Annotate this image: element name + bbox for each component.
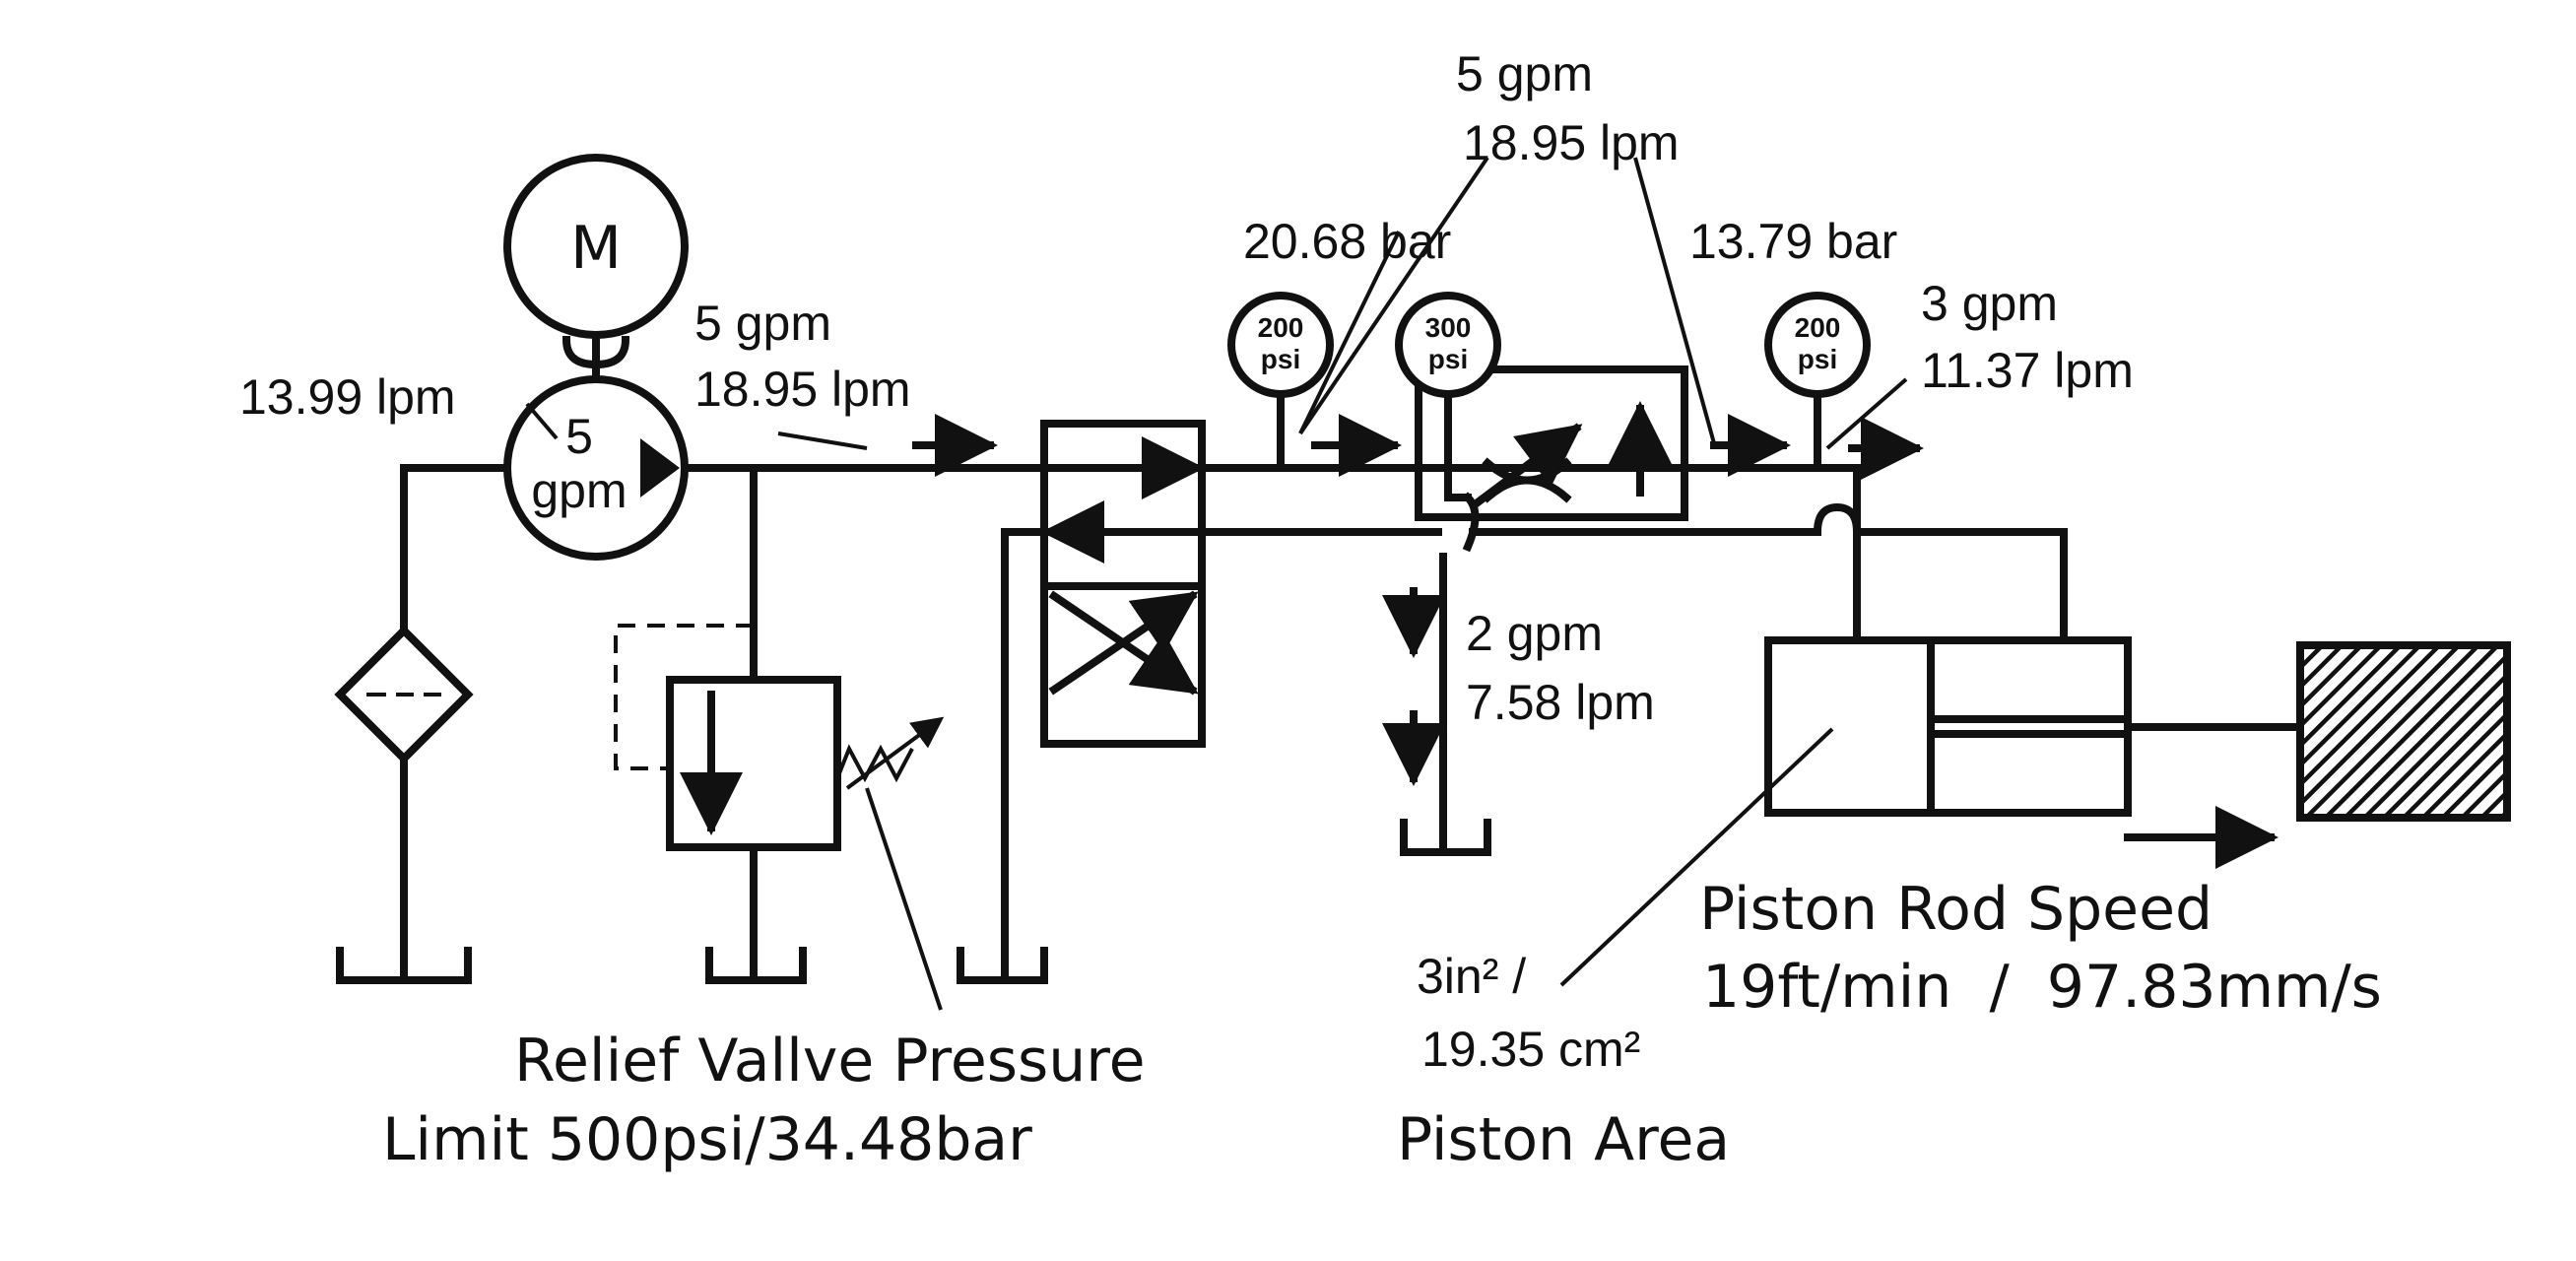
filter-branch [334, 464, 521, 984]
labels: 13.99 lpm 5 gpm 18.95 lpm 5 gpm 18.95 lp… [239, 46, 2382, 1174]
outlet-flow-gpm: 3 gpm [1921, 276, 2058, 331]
piston-area-cm2: 19.35 cm² [1421, 1022, 1640, 1077]
bypass-line [1382, 420, 1480, 856]
pressure-gauge-2: 300 psi [1395, 292, 1501, 428]
gauge-1-value: 200 [1258, 312, 1304, 343]
relief-valve-title: Relief Vallve Pressure [514, 1027, 1146, 1095]
relief-valve [614, 464, 945, 984]
gauge-3-unit: psi [1798, 344, 1837, 374]
load-mass [2296, 641, 2511, 822]
motor: M [503, 154, 689, 339]
rod-speed-title: Piston Rod Speed [1699, 875, 2213, 944]
outlet-flow-lpm: 11.37 lpm [1921, 343, 2134, 398]
gauge-2-value: 300 [1425, 312, 1472, 343]
bypass-flow-gpm: 2 gpm [1466, 606, 1603, 661]
pump-unit-label: gpm [531, 463, 627, 518]
gauge-1-unit: psi [1261, 344, 1300, 374]
pressure-gauge-3: 200 psi [1764, 292, 1871, 472]
motor-label: M [570, 214, 622, 283]
bypass-flow-lpm: 7.58 lpm [1466, 675, 1655, 730]
pump-out-flow-lpm: 18.95 lpm [694, 362, 911, 417]
valve-in-flow-lpm: 18.95 lpm [1463, 115, 1680, 170]
rod-speed-value: 19ft/min / 97.83mm/s [1702, 953, 2382, 1022]
piston-area-in2: 3in² / [1417, 949, 1526, 1004]
pump: 5 gpm [503, 375, 689, 561]
pressure-upstream-label: 20.68 bar [1243, 214, 1451, 269]
pump-leak-flow-label: 13.99 lpm [239, 369, 456, 425]
leader-lines [525, 156, 1908, 1011]
pressure-gauge-1: 200 psi [1227, 292, 1334, 472]
pump-size-label: 5 [565, 409, 593, 464]
hydraulic-cylinder [1764, 636, 2304, 817]
tank-icon [957, 947, 1048, 984]
gauge-3-value: 200 [1795, 312, 1841, 343]
pump-out-flow-gpm: 5 gpm [694, 296, 831, 351]
relief-valve-limit: Limit 500psi/34.48bar [382, 1105, 1032, 1174]
pressure-downstream-label: 13.79 bar [1689, 214, 1897, 269]
valve-in-flow-gpm: 5 gpm [1456, 46, 1593, 101]
directional-control-valve [1040, 420, 1206, 748]
flow-arrows [912, 414, 2279, 869]
gauge-2-unit: psi [1428, 344, 1468, 374]
tank-icon [336, 947, 472, 984]
piston-area-title: Piston Area [1397, 1105, 1730, 1174]
